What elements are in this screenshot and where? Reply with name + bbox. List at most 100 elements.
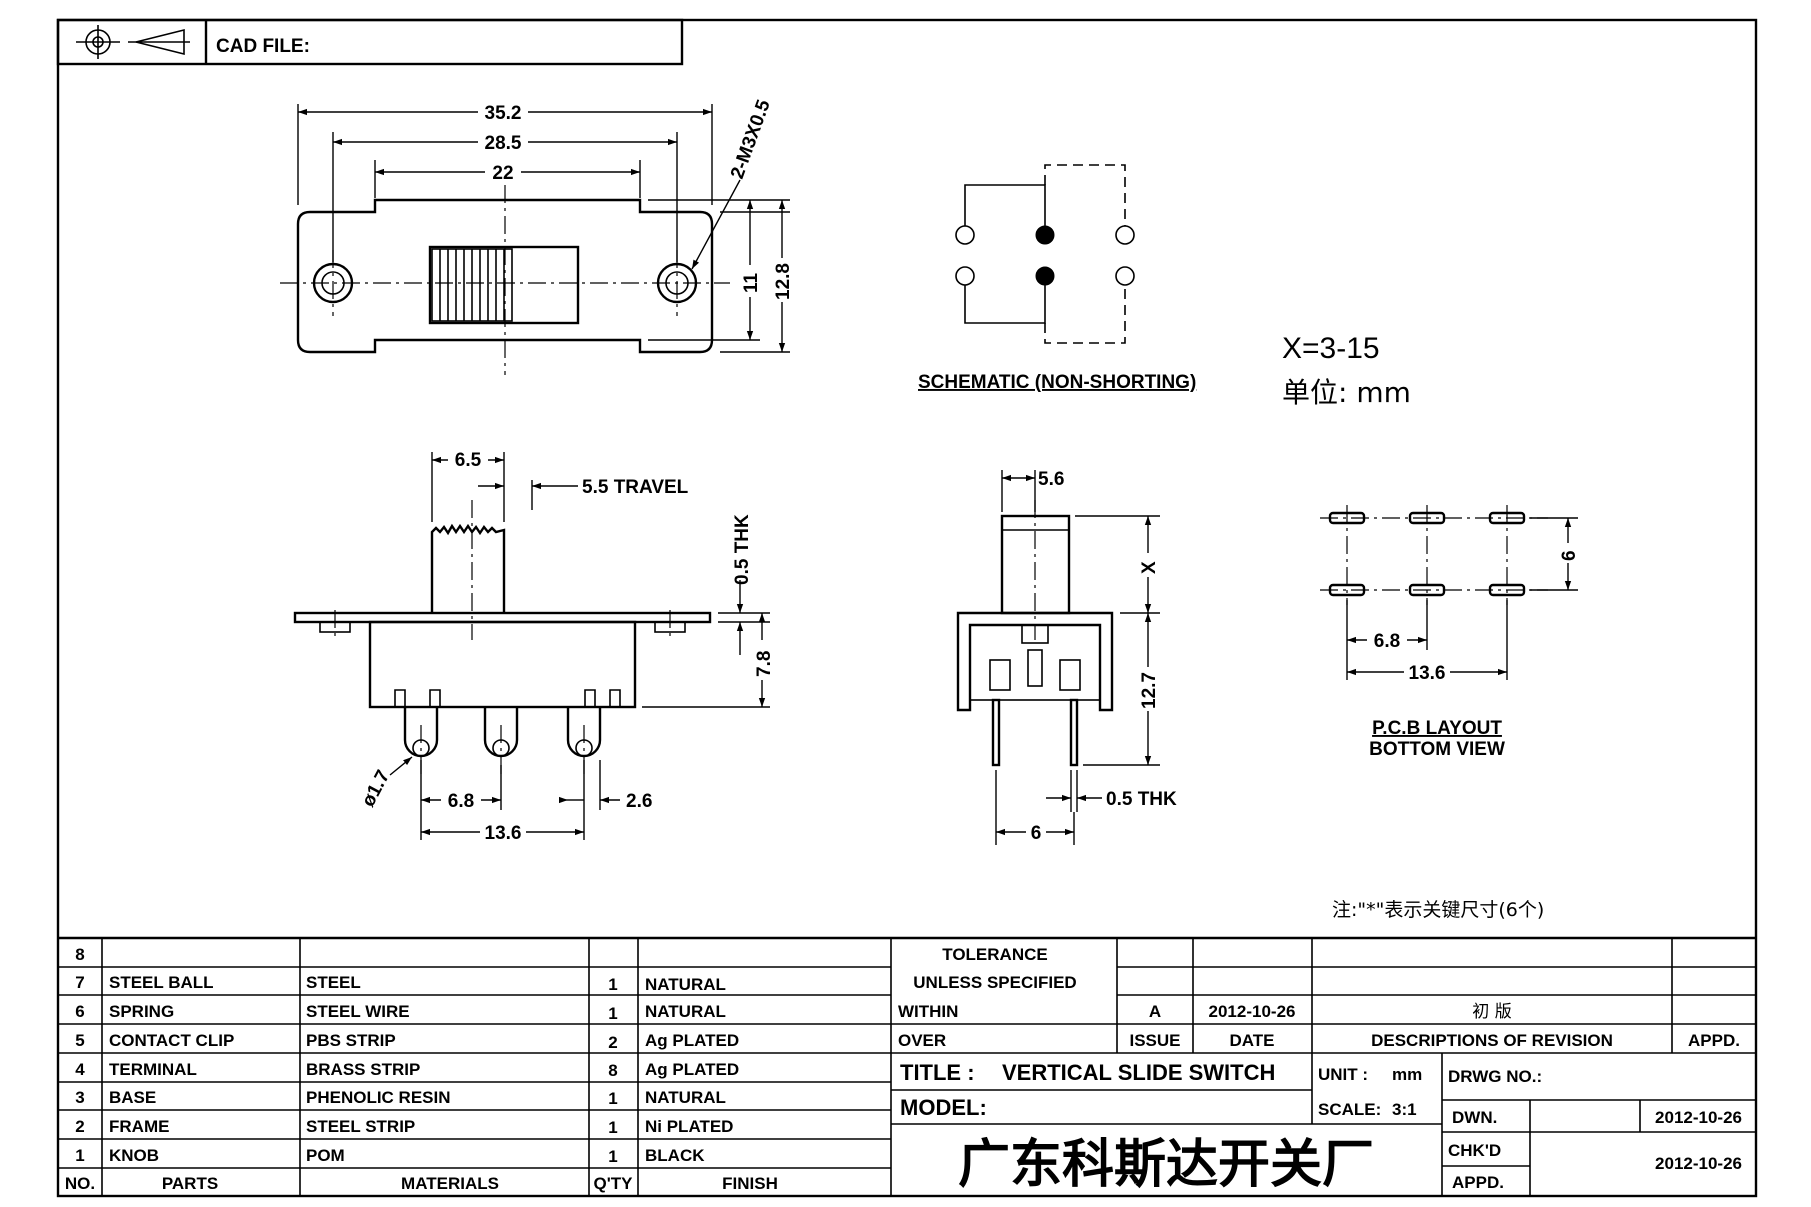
rev-desc-label: DESCRIPTIONS OF REVISION: [1371, 1031, 1613, 1050]
bom-row-4-material: BRASS STRIP: [306, 1060, 420, 1079]
bom-row-1-material: POM: [306, 1146, 345, 1165]
dim-height-inner: 11: [741, 272, 762, 293]
side-dim-pitch: 6.8: [448, 791, 474, 812]
bom-row-4-no: 4: [75, 1060, 85, 1079]
rev-issue: A: [1149, 1002, 1161, 1021]
end-dim-knob: 5.6: [1038, 469, 1064, 490]
drwg-no-label: DRWG NO.:: [1448, 1067, 1542, 1086]
top-view: 35.2 28.5 22 2-M3X0.5 11 12.8: [280, 97, 794, 375]
header-box: CAD FILE:: [56, 18, 684, 66]
end-dim-width: 6: [1031, 823, 1042, 844]
bom-row-1-qty: 1: [608, 1147, 617, 1166]
bom-row-6-material: STEEL WIRE: [306, 1002, 410, 1021]
rev-description: 初 版: [1472, 1002, 1511, 1022]
schematic-label: SCHEMATIC (NON-SHORTING): [918, 372, 1196, 393]
appd-label: APPD.: [1452, 1173, 1504, 1192]
unit-note: 单位: mm: [1282, 376, 1411, 409]
side-dim-pin-dia: ø1.7: [358, 767, 394, 810]
bom-row-5-no: 5: [75, 1031, 84, 1050]
chkd-label: CHK'D: [1448, 1141, 1501, 1160]
pcb-label-2: BOTTOM VIEW: [1369, 739, 1505, 760]
dim-body: 22: [492, 163, 513, 184]
bom-row-7-finish: NATURAL: [645, 975, 726, 994]
bom-row-3-part: BASE: [109, 1088, 156, 1107]
scale-value: 3:1: [1392, 1100, 1417, 1119]
bom-row-3-qty: 1: [608, 1089, 617, 1108]
end-dim-thk: 0.5 THK: [1106, 789, 1177, 810]
title-value: VERTICAL SLIDE SWITCH: [1002, 1060, 1275, 1085]
bom-row-6-no: 6: [75, 1002, 84, 1021]
dwn-date: 2012-10-26: [1655, 1108, 1742, 1127]
rev-date: 2012-10-26: [1209, 1002, 1296, 1021]
bom-header-no: NO.: [65, 1174, 95, 1193]
bom-row-5-part: CONTACT CLIP: [109, 1031, 234, 1050]
bom-row-4-finish: Ag PLATED: [645, 1060, 739, 1079]
bom-row-5-qty: 2: [608, 1033, 617, 1052]
cad-file-label: CAD FILE:: [216, 36, 310, 57]
bom-header-materials: MATERIALS: [401, 1174, 499, 1193]
dim-hole-pitch: 28.5: [485, 133, 522, 154]
side-dim-knob: 6.5: [455, 450, 482, 471]
rev-date-label: DATE: [1229, 1031, 1274, 1050]
bom-header-finish: FINISH: [722, 1174, 778, 1193]
bom-row-3-material: PHENOLIC RESIN: [306, 1088, 451, 1107]
title-table: 8 7 STEEL BALL STEEL 1 NATURAL 6 SPRING …: [58, 936, 1756, 1196]
bom-row-1-finish: BLACK: [645, 1146, 705, 1165]
tolerance-line2: UNLESS SPECIFIED: [913, 973, 1076, 992]
schematic: SCHEMATIC (NON-SHORTING): [918, 164, 1196, 393]
side-dim-thk: 0.5 THK: [732, 514, 753, 585]
x-range-note: X=3-15: [1282, 332, 1380, 365]
bom-row-1-part: KNOB: [109, 1146, 159, 1165]
bom-header-qty: Q'TY: [594, 1174, 634, 1193]
bom-row-7-qty: 1: [608, 975, 617, 994]
bom-row-7-material: STEEL: [306, 973, 361, 992]
side-dim-span: 13.6: [485, 823, 522, 844]
knob-ridges: [431, 248, 513, 322]
chkd-date: 2012-10-26: [1655, 1154, 1742, 1173]
side-dim-pin-width: 2.6: [626, 791, 652, 812]
pcb-dim-pitch: 6.8: [1374, 631, 1400, 652]
bom-row-2-material: STEEL STRIP: [306, 1117, 415, 1136]
rev-issue-label: ISSUE: [1129, 1031, 1180, 1050]
dim-screw: 2-M3X0.5: [727, 97, 775, 182]
tolerance-over: OVER: [898, 1031, 946, 1050]
bom-row-4-part: TERMINAL: [109, 1060, 197, 1079]
pcb-dim-row: 6: [1559, 550, 1580, 561]
bom-row-8-no: 8: [75, 945, 84, 964]
bom-row-6-finish: NATURAL: [645, 1002, 726, 1021]
title-label: TITLE :: [900, 1060, 975, 1085]
side-dim-height: 7.8: [754, 651, 775, 677]
pcb-dim-span: 13.6: [1409, 663, 1446, 684]
bom-row-2-part: FRAME: [109, 1117, 169, 1136]
scale-label: SCALE:: [1318, 1100, 1381, 1119]
end-view: 5.6 X 12.7 0.5 THK 6: [956, 469, 1177, 845]
key-dims-note: 注:"*"表示关键尺寸(6个): [1332, 899, 1544, 921]
projection-symbol-icon: [76, 25, 190, 59]
end-dim-x: X: [1139, 561, 1160, 574]
bom-row-2-no: 2: [75, 1117, 84, 1136]
side-dim-travel: 5.5 TRAVEL: [582, 477, 689, 498]
dim-overall: 35.2: [485, 103, 522, 124]
pcb-label-1: P.C.B LAYOUT: [1372, 718, 1502, 739]
end-dim-height: 12.7: [1139, 672, 1160, 709]
sheet-border: [56, 18, 1758, 1198]
bom-row-5-finish: Ag PLATED: [645, 1031, 739, 1050]
unit-value: mm: [1392, 1065, 1422, 1084]
side-view: 6.5 5.5 TRAVEL 0.5 THK 7.8 6.8 13.6 2.6 …: [293, 449, 775, 844]
pcb-layout: 6 6.8 13.6 P.C.B LAYOUT BOTTOM VIEW: [1320, 505, 1580, 760]
tolerance-within: WITHIN: [898, 1002, 958, 1021]
unit-label: UNIT :: [1318, 1065, 1368, 1084]
company-name: 广东科斯达开关厂: [958, 1135, 1374, 1195]
dwn-label: DWN.: [1452, 1108, 1497, 1127]
dim-height-outer: 12.8: [773, 263, 794, 300]
tolerance-line1: TOLERANCE: [942, 945, 1047, 964]
bom-row-2-qty: 1: [608, 1118, 617, 1137]
bom-row-6-qty: 1: [608, 1004, 617, 1023]
bom-row-3-finish: NATURAL: [645, 1088, 726, 1107]
bom-row-4-qty: 8: [608, 1061, 617, 1080]
bom-header-parts: PARTS: [162, 1174, 218, 1193]
bom-row-6-part: SPRING: [109, 1002, 174, 1021]
bom-row-3-no: 3: [75, 1088, 84, 1107]
bom-row-7-part: STEEL BALL: [109, 973, 214, 992]
